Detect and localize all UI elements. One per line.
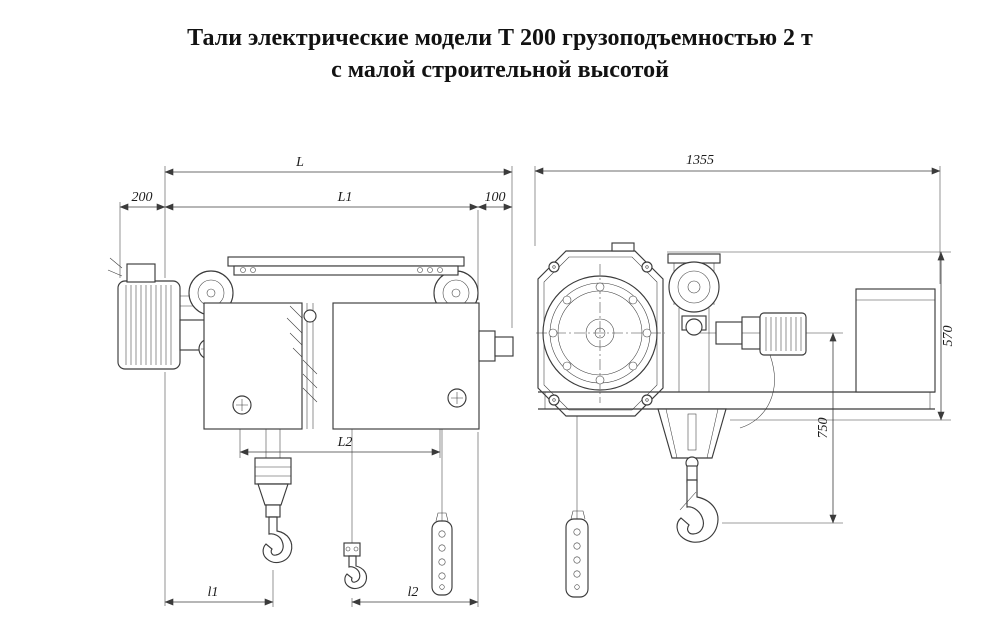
dim-label-L: L <box>295 155 304 170</box>
dimension-L2: L2 <box>239 435 441 456</box>
dimension-L: L <box>164 155 513 176</box>
dimension-l1: l1 <box>164 585 274 606</box>
dimension-750: 750 <box>816 332 837 524</box>
pendant-control-front <box>431 429 453 596</box>
drive-motor-side <box>715 312 807 356</box>
rope-guide-gap <box>302 303 318 429</box>
dimension-1355: 1355 <box>534 153 941 175</box>
dimension-L1: L1 <box>164 190 479 211</box>
dim-label-l2: l2 <box>408 585 419 600</box>
dim-label-100: 100 <box>485 190 506 205</box>
hook-suspension-frame <box>678 308 710 392</box>
pendant-control-side <box>565 416 589 598</box>
auxiliary-hook <box>343 429 368 590</box>
dimension-200: 200 <box>119 190 166 211</box>
dimension-570: 570 <box>937 251 956 421</box>
dim-label-L1: L1 <box>337 190 353 205</box>
output-shaft <box>478 330 514 362</box>
dimensions-front-view: L 200 L1 100 L2 l1 <box>119 155 513 607</box>
top-rail <box>227 256 465 276</box>
load-hook-side <box>676 465 719 543</box>
front-view <box>107 256 514 596</box>
drawing-title-line1: Тали электрические модели Т 200 грузопод… <box>187 25 813 51</box>
hoist-motor <box>107 257 181 370</box>
dim-label-570: 570 <box>941 326 956 347</box>
side-view <box>536 242 936 598</box>
dimensions-side-view: 1355 570 750 <box>534 153 956 524</box>
drum-cover-left <box>203 302 303 430</box>
dim-label-1355: 1355 <box>686 153 714 168</box>
drawing-title-line2: с малой строительной высотой <box>331 57 669 83</box>
festoon-cable <box>739 354 775 429</box>
dim-label-l1: l1 <box>208 585 219 600</box>
dim-label-200: 200 <box>132 190 153 205</box>
dim-label-L2: L2 <box>337 435 353 450</box>
runway-beam-section <box>855 288 936 393</box>
hook-block-main <box>254 429 293 564</box>
rope-sheave <box>667 253 721 313</box>
motor-face <box>536 264 665 403</box>
drawing-title: Тали электрические модели Т 200 грузопод… <box>0 22 1000 86</box>
dimension-100: 100 <box>477 190 513 211</box>
dim-label-750: 750 <box>816 418 831 439</box>
dimension-l2: l2 <box>351 585 479 606</box>
drum-cover-right <box>332 302 480 430</box>
suspension-bracket <box>657 408 727 470</box>
